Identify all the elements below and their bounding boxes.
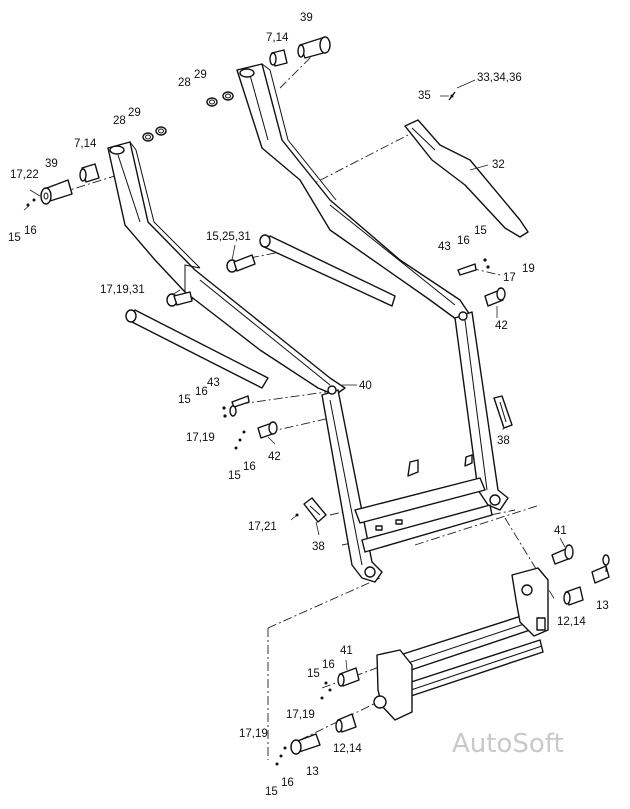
label-41-right: 41 bbox=[554, 525, 567, 537]
pin-41-right bbox=[551, 544, 574, 565]
label-33-34-36: 33,34,36 bbox=[477, 72, 522, 84]
label-7-14-top: 7,14 bbox=[266, 32, 289, 44]
label-35: 35 bbox=[418, 90, 431, 102]
label-16-left: 16 bbox=[24, 225, 37, 237]
label-40: 40 bbox=[359, 380, 372, 392]
pin-42-right bbox=[484, 287, 506, 307]
label-19-right: 19 bbox=[522, 263, 535, 275]
label-17-22: 17,22 bbox=[10, 169, 39, 181]
label-15-right: 15 bbox=[474, 225, 487, 237]
pin-15-25-31 bbox=[226, 254, 256, 273]
label-16-mid2: 16 bbox=[243, 461, 256, 473]
label-29-top: 29 bbox=[194, 69, 207, 81]
label-15-25-31: 15,25,31 bbox=[206, 231, 251, 243]
label-16-right: 16 bbox=[457, 235, 470, 247]
pin-39-top bbox=[297, 36, 331, 59]
label-39-left: 39 bbox=[45, 158, 58, 170]
label-16-mid: 16 bbox=[195, 386, 208, 398]
bushing-12-14-left bbox=[335, 713, 357, 733]
pin-17-19-31 bbox=[166, 291, 193, 307]
upright-right bbox=[454, 311, 509, 511]
pin-39-left bbox=[23, 179, 73, 211]
label-16-lower: 16 bbox=[322, 659, 335, 671]
callout-labels: 39 7,14 29 28 35 33,34,36 29 28 7,14 17,… bbox=[8, 12, 609, 798]
label-12-14-left: 12,14 bbox=[333, 743, 362, 755]
label-39-top: 39 bbox=[300, 12, 313, 24]
label-12-14-right: 12,14 bbox=[557, 616, 586, 628]
label-17-right: 17 bbox=[503, 272, 516, 284]
pin-35 bbox=[448, 91, 456, 101]
cross-tube-lower bbox=[125, 309, 269, 389]
link-38-right bbox=[493, 395, 513, 429]
leader-lines bbox=[29, 79, 566, 671]
label-28-top: 28 bbox=[178, 77, 191, 89]
washers-28-29-left bbox=[142, 126, 167, 142]
label-43-left: 43 bbox=[207, 377, 220, 389]
label-13-right: 13 bbox=[596, 600, 609, 612]
bushing-12-14-right bbox=[563, 586, 584, 606]
label-38-right: 38 bbox=[497, 435, 510, 447]
bolt-43-left bbox=[222, 395, 250, 418]
label-29-left: 29 bbox=[128, 107, 141, 119]
label-42-left: 42 bbox=[268, 451, 281, 463]
label-15-left: 15 bbox=[8, 232, 21, 244]
frame-crossmember bbox=[354, 454, 493, 553]
label-42-right: 42 bbox=[495, 320, 508, 332]
label-16-bottom: 16 bbox=[281, 777, 294, 789]
label-15-lower: 15 bbox=[307, 668, 320, 680]
link-38-left bbox=[295, 497, 327, 523]
label-7-14-left: 7,14 bbox=[74, 138, 97, 150]
label-15-mid: 15 bbox=[178, 394, 191, 406]
label-15-bottom: 15 bbox=[265, 786, 278, 798]
cross-tube-upper bbox=[259, 234, 396, 307]
watermark: AutoSoft bbox=[452, 729, 564, 759]
label-15-mid2: 15 bbox=[228, 470, 241, 482]
pin-41-left bbox=[320, 667, 360, 700]
label-17-19-lower: 17,19 bbox=[286, 709, 315, 721]
bushing-7-14-top bbox=[269, 49, 288, 67]
label-17-21: 17,21 bbox=[248, 521, 277, 533]
label-17-19-31: 17,19,31 bbox=[100, 284, 145, 296]
pin-42-left bbox=[234, 421, 278, 450]
label-38-left: 38 bbox=[312, 541, 325, 553]
label-32: 32 bbox=[492, 159, 505, 171]
label-43-right: 43 bbox=[438, 241, 451, 253]
pin-13-left bbox=[275, 733, 321, 766]
pin-13-right bbox=[591, 554, 610, 584]
upright-left bbox=[321, 385, 383, 583]
washers-28-29-top bbox=[206, 91, 234, 107]
label-41-left: 41 bbox=[340, 645, 353, 657]
label-28-left: 28 bbox=[113, 115, 126, 127]
label-13-left: 13 bbox=[306, 766, 319, 778]
label-17-19-mid: 17,19 bbox=[186, 432, 215, 444]
lift-arm-left bbox=[107, 141, 346, 396]
lever-32 bbox=[404, 119, 529, 238]
bushing-7-14-left bbox=[79, 163, 100, 183]
bolt-43-right bbox=[457, 258, 490, 276]
coupler-frame bbox=[373, 567, 549, 721]
label-17-19-bottom: 17,19 bbox=[239, 728, 268, 740]
